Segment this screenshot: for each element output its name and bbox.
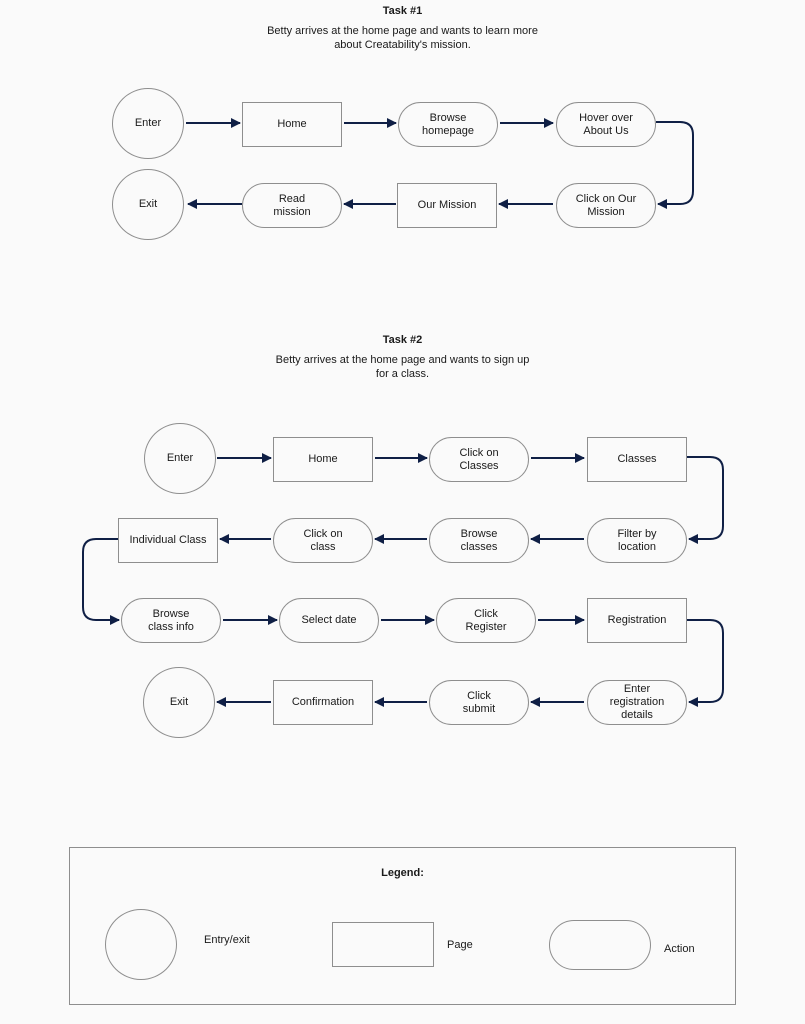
task1-home-page-node: Home bbox=[242, 102, 342, 147]
task2-filter-location-action: Filter by location bbox=[587, 518, 687, 563]
task2-click-classes-action: Click on Classes bbox=[429, 437, 529, 482]
legend-action-label: Action bbox=[664, 943, 695, 955]
task2-title: Task #2 bbox=[382, 334, 423, 346]
legend-action-shape bbox=[549, 920, 651, 970]
task2-individual-class-page-node: Individual Class bbox=[118, 518, 218, 563]
task1-enter-node: Enter bbox=[112, 88, 184, 159]
task1-title: Task #1 bbox=[382, 5, 423, 17]
arrow-t1-hover-click bbox=[656, 121, 694, 209]
legend-title: Legend: bbox=[381, 867, 424, 879]
task2-click-register-action: Click Register bbox=[436, 598, 536, 643]
task1-browse-homepage-action: Browse homepage bbox=[398, 102, 498, 147]
legend-box bbox=[69, 847, 736, 1005]
legend-page-label: Page bbox=[447, 939, 473, 951]
arrow-t2-registration-details bbox=[687, 619, 724, 707]
task1-our-mission-page-node: Our Mission bbox=[397, 183, 497, 228]
task2-browse-classes-action: Browse classes bbox=[429, 518, 529, 563]
task2-click-submit-action: Click submit bbox=[429, 680, 529, 725]
task1-exit-node: Exit bbox=[112, 169, 184, 240]
task1-click-our-mission-action: Click on Our Mission bbox=[556, 183, 656, 228]
task2-classes-page-node: Classes bbox=[587, 437, 687, 482]
arrow-t2-individual-browseinfo bbox=[82, 538, 120, 625]
legend-entry-exit-label: Entry/exit bbox=[204, 934, 250, 946]
legend-entry-exit-shape bbox=[105, 909, 177, 980]
task2-confirmation-page-node: Confirmation bbox=[273, 680, 373, 725]
arrow-t2-classes-filter bbox=[687, 456, 724, 544]
task2-registration-page-node: Registration bbox=[587, 598, 687, 643]
task1-read-mission-action: Read mission bbox=[242, 183, 342, 228]
task2-enter-node: Enter bbox=[144, 423, 216, 494]
task1-description: Betty arrives at the home page and wants… bbox=[267, 25, 538, 51]
task2-home-page-node: Home bbox=[273, 437, 373, 482]
task2-select-date-action: Select date bbox=[279, 598, 379, 643]
task2-exit-node: Exit bbox=[143, 667, 215, 738]
task1-hover-about-action: Hover over About Us bbox=[556, 102, 656, 147]
task2-enter-details-action: Enter registration details bbox=[587, 680, 687, 725]
task2-browse-class-info-action: Browse class info bbox=[121, 598, 221, 643]
task2-click-class-action: Click on class bbox=[273, 518, 373, 563]
legend-page-shape bbox=[332, 922, 434, 967]
task2-description: Betty arrives at the home page and wants… bbox=[275, 354, 530, 380]
